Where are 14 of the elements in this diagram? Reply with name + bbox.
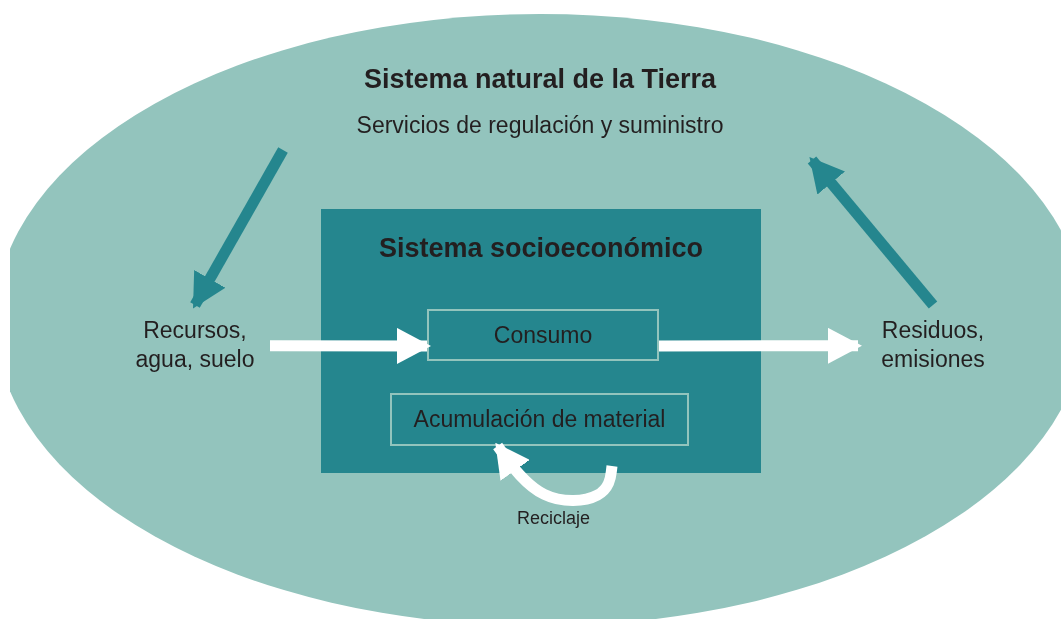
system-subtitle: Servicios de regulación y suministro [355, 112, 725, 139]
process-box: Acumulación de material [390, 393, 689, 446]
arrow [807, 156, 938, 309]
edge-label: Reciclaje [515, 508, 593, 529]
process-box: Consumo [427, 309, 659, 361]
arrow [190, 147, 288, 309]
system-title: Sistema natural de la Tierra [362, 64, 718, 95]
arrow [493, 442, 618, 507]
arrow [659, 327, 862, 364]
arrow [270, 327, 431, 364]
node-label: Recursos, agua, suelo [120, 305, 270, 385]
system-panel [321, 209, 761, 473]
panel-title: Sistema socioeconómico [377, 233, 705, 264]
node-label: Residuos, emisiones [858, 305, 1008, 385]
